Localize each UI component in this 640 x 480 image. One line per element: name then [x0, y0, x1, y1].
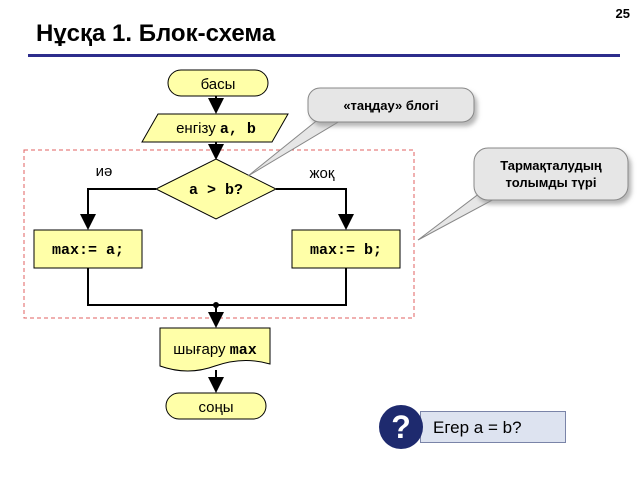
- title-underline: [28, 54, 620, 57]
- output-text: шығару max: [173, 341, 257, 359]
- callout-branch-box: [473, 147, 629, 201]
- input-vars: a, b: [220, 121, 256, 138]
- no-label: жоқ: [310, 165, 335, 182]
- input-text: енгізу a, b: [176, 120, 256, 138]
- question-text: Егер a = b?: [433, 418, 522, 437]
- output-block: [159, 327, 271, 372]
- start-terminal: [167, 69, 269, 97]
- end-terminal: [165, 392, 267, 420]
- callout-branch-line2: толымды түрі: [506, 175, 597, 190]
- callout-branch-line1: Тармақталудың: [500, 158, 602, 173]
- no-branch-line: [276, 188, 354, 230]
- assign-no-text: max:= b;: [310, 242, 382, 259]
- no-merge-line: [216, 268, 347, 306]
- callout-choice-text: «таңдау» блогі: [343, 98, 438, 113]
- question-box: Егер a = b?: [420, 411, 566, 443]
- end-label: соңы: [198, 399, 233, 416]
- assign-no-block: [291, 229, 401, 269]
- assign-yes-text: max:= a;: [52, 242, 124, 259]
- output-prefix: шығару: [173, 341, 229, 358]
- slide-number: 25: [615, 6, 630, 21]
- condition-text: a > b?: [189, 182, 243, 199]
- assign-yes-block: [33, 229, 143, 269]
- input-prefix: енгізу: [176, 120, 220, 137]
- yes-branch-line: [80, 188, 156, 230]
- condition-diamond: [154, 158, 278, 220]
- input-block: [141, 113, 289, 143]
- yes-label: иә: [96, 163, 113, 180]
- output-var: max: [230, 342, 257, 359]
- slide-title: Нұсқа 1. Блок-схема: [36, 20, 276, 47]
- callout-choice-box: [307, 87, 475, 123]
- yes-merge-line: [87, 268, 216, 306]
- question-mark-icon: ?: [379, 405, 423, 449]
- start-label: басы: [201, 76, 236, 93]
